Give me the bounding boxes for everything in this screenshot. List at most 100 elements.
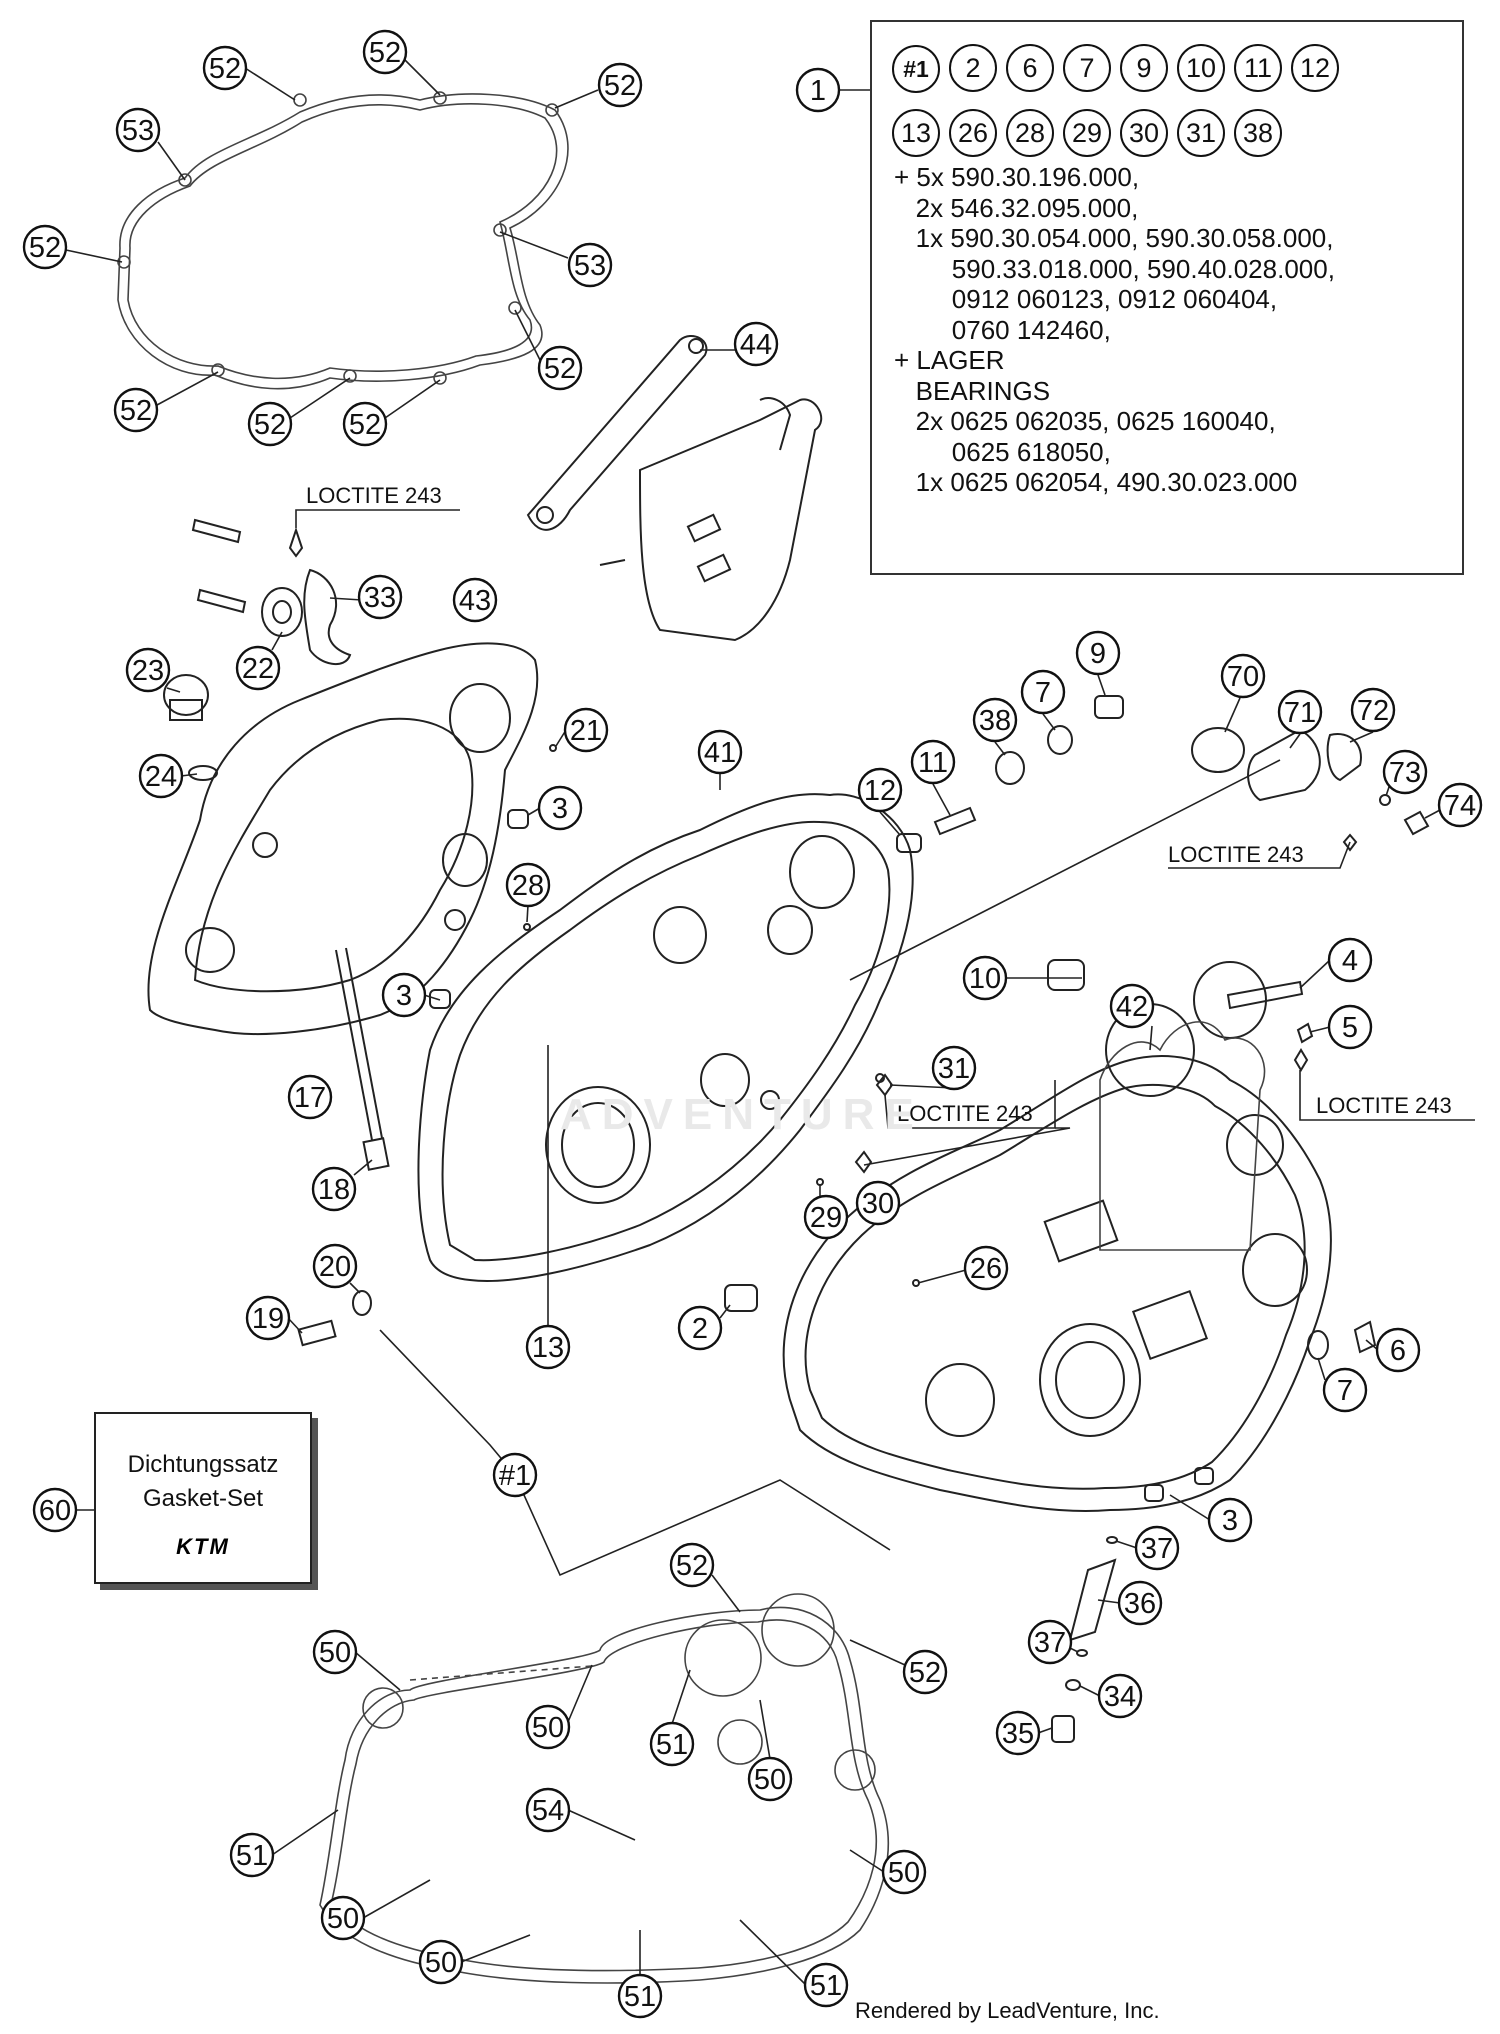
svg-text:35: 35 [1002, 1718, 1034, 1750]
callout-c51d: 51 [803, 1962, 849, 2008]
svg-text:53: 53 [574, 250, 606, 282]
loctite-label-2: LOCTITE 243 [1168, 841, 1351, 869]
kit-ref-12: 12 [1291, 44, 1339, 92]
svg-text:29: 29 [810, 1202, 842, 1234]
kit-ref-7: 7 [1063, 44, 1111, 92]
svg-text:52: 52 [29, 232, 61, 264]
callout-c36: 36 [1117, 1580, 1163, 1626]
svg-text:31: 31 [938, 1053, 970, 1085]
callout-c52i: 52 [669, 1542, 715, 1588]
kit-line-8: 2x 0625 062035, 0625 160040, [894, 406, 1276, 436]
callout-c50e: 50 [320, 1895, 366, 1941]
callout-c50a: 50 [312, 1629, 358, 1675]
svg-text:43: 43 [459, 585, 491, 617]
loctite-label-1-text: LOCTITE 243 [306, 483, 442, 508]
callout-c20: 20 [312, 1243, 358, 1289]
kit-line-3: 590.33.018.000, 590.40.028.000, [894, 253, 1335, 284]
kit-line-0: + 5x 590.30.196.000, [894, 162, 1140, 192]
kit-line-9: 0625 618050, [894, 436, 1111, 467]
kit-part-numbers: + 5x 590.30.196.000, 2x 546.32.095.000, … [894, 162, 1335, 498]
callout-c31: 31 [931, 1045, 977, 1091]
svg-text:28: 28 [512, 870, 544, 902]
render-credit: Rendered by LeadVenture, Inc. [855, 1998, 1160, 2023]
callout-c1b: #1 [492, 1452, 538, 1498]
kit-ref-10: 10 [1177, 44, 1225, 92]
callout-c35: 35 [995, 1710, 1041, 1756]
callout-c2: 2 [677, 1305, 723, 1351]
svg-text:1: 1 [810, 75, 826, 107]
callout-c29: 29 [803, 1194, 849, 1240]
kit-line-6: + LAGER [894, 345, 1005, 375]
callout-c52b: 52 [362, 29, 408, 75]
svg-text:11: 11 [918, 747, 948, 779]
callout-c54: 54 [525, 1787, 571, 1833]
callout-c71: 71 [1277, 689, 1323, 735]
callout-c38: 38 [972, 697, 1018, 743]
loctite-label-2-text: LOCTITE 243 [1168, 842, 1304, 867]
leader-lines [65, 59, 1441, 1986]
svg-text:23: 23 [132, 655, 164, 687]
svg-text:24: 24 [145, 761, 177, 793]
svg-text:21: 21 [570, 715, 602, 747]
svg-text:4: 4 [1342, 945, 1358, 977]
callout-c17: 17 [287, 1074, 333, 1120]
callout-kit-1: 1 [795, 67, 841, 113]
callout-c52e: 52 [537, 345, 583, 391]
callout-c23: 23 [125, 647, 171, 693]
callout-c33: 33 [357, 574, 403, 620]
callout-c50f: 50 [418, 1939, 464, 1985]
clutch-cover-part [147, 642, 539, 1036]
svg-text:52: 52 [209, 53, 241, 85]
pin-and-screw-parts [297, 947, 390, 1347]
svg-text:7: 7 [1337, 1375, 1353, 1407]
svg-text:53: 53 [122, 115, 154, 147]
loctite-label-4-text: LOCTITE 243 [897, 1101, 1033, 1126]
svg-text:52: 52 [604, 70, 636, 102]
svg-text:52: 52 [349, 409, 381, 441]
svg-text:17: 17 [294, 1082, 326, 1114]
kit-line-7: BEARINGS [894, 375, 1051, 406]
callout-c3b: 3 [381, 972, 427, 1018]
svg-text:60: 60 [39, 1495, 71, 1527]
svg-text:7: 7 [1035, 677, 1051, 709]
kit-ref-13: 13 [892, 109, 940, 157]
svg-text:52: 52 [544, 353, 576, 385]
callout-c7b: 7 [1322, 1367, 1368, 1413]
svg-text:54: 54 [532, 1795, 564, 1827]
gasket-set-line2: Gasket-Set [142, 1485, 264, 1512]
svg-text:37: 37 [1141, 1533, 1173, 1565]
svg-text:50: 50 [754, 1764, 786, 1796]
kit-line-10: 1x 0625 062054, 490.30.023.000 [894, 467, 1298, 497]
svg-text:3: 3 [396, 980, 412, 1012]
callout-c51c: 51 [617, 1973, 663, 2019]
svg-text:50: 50 [425, 1947, 457, 1979]
callout-c37a: 37 [1134, 1525, 1180, 1571]
callout-c70: 70 [1220, 653, 1266, 699]
callout-c18: 18 [311, 1166, 357, 1212]
kit-line-2: 1x 590.30.054.000, 590.30.058.000, [894, 223, 1334, 253]
callout-c42: 42 [1109, 983, 1155, 1029]
kit-line-4: 0912 060123, 0912 060404, [894, 284, 1278, 314]
callout-c34: 34 [1097, 1673, 1143, 1719]
svg-text:22: 22 [242, 653, 274, 685]
callout-c52g: 52 [247, 401, 293, 447]
svg-text:50: 50 [327, 1903, 359, 1935]
kit-ref-9: 9 [1120, 44, 1168, 92]
callout-c51a: 51 [649, 1721, 695, 1767]
svg-text:13: 13 [532, 1332, 564, 1364]
kit-line-1: 2x 546.32.095.000, [894, 192, 1139, 223]
callout-c9: 9 [1075, 630, 1121, 676]
svg-text:52: 52 [909, 1657, 941, 1689]
bracket-part [526, 335, 823, 642]
callout-c37b: 37 [1027, 1619, 1073, 1665]
svg-text:6: 6 [1390, 1335, 1406, 1367]
gasket-set-box: Dichtungssatz Gasket-Set KTM [94, 1412, 312, 1584]
svg-text:37: 37 [1034, 1627, 1066, 1659]
kit-line-5: 0760 142460, [894, 314, 1111, 345]
svg-text:70: 70 [1227, 661, 1259, 693]
svg-text:51: 51 [810, 1970, 842, 2002]
kit-ref-hash1: #1 [892, 45, 940, 93]
crankcase-gasket-bottom [319, 1593, 889, 1984]
callout-c3c: 3 [1207, 1497, 1253, 1543]
